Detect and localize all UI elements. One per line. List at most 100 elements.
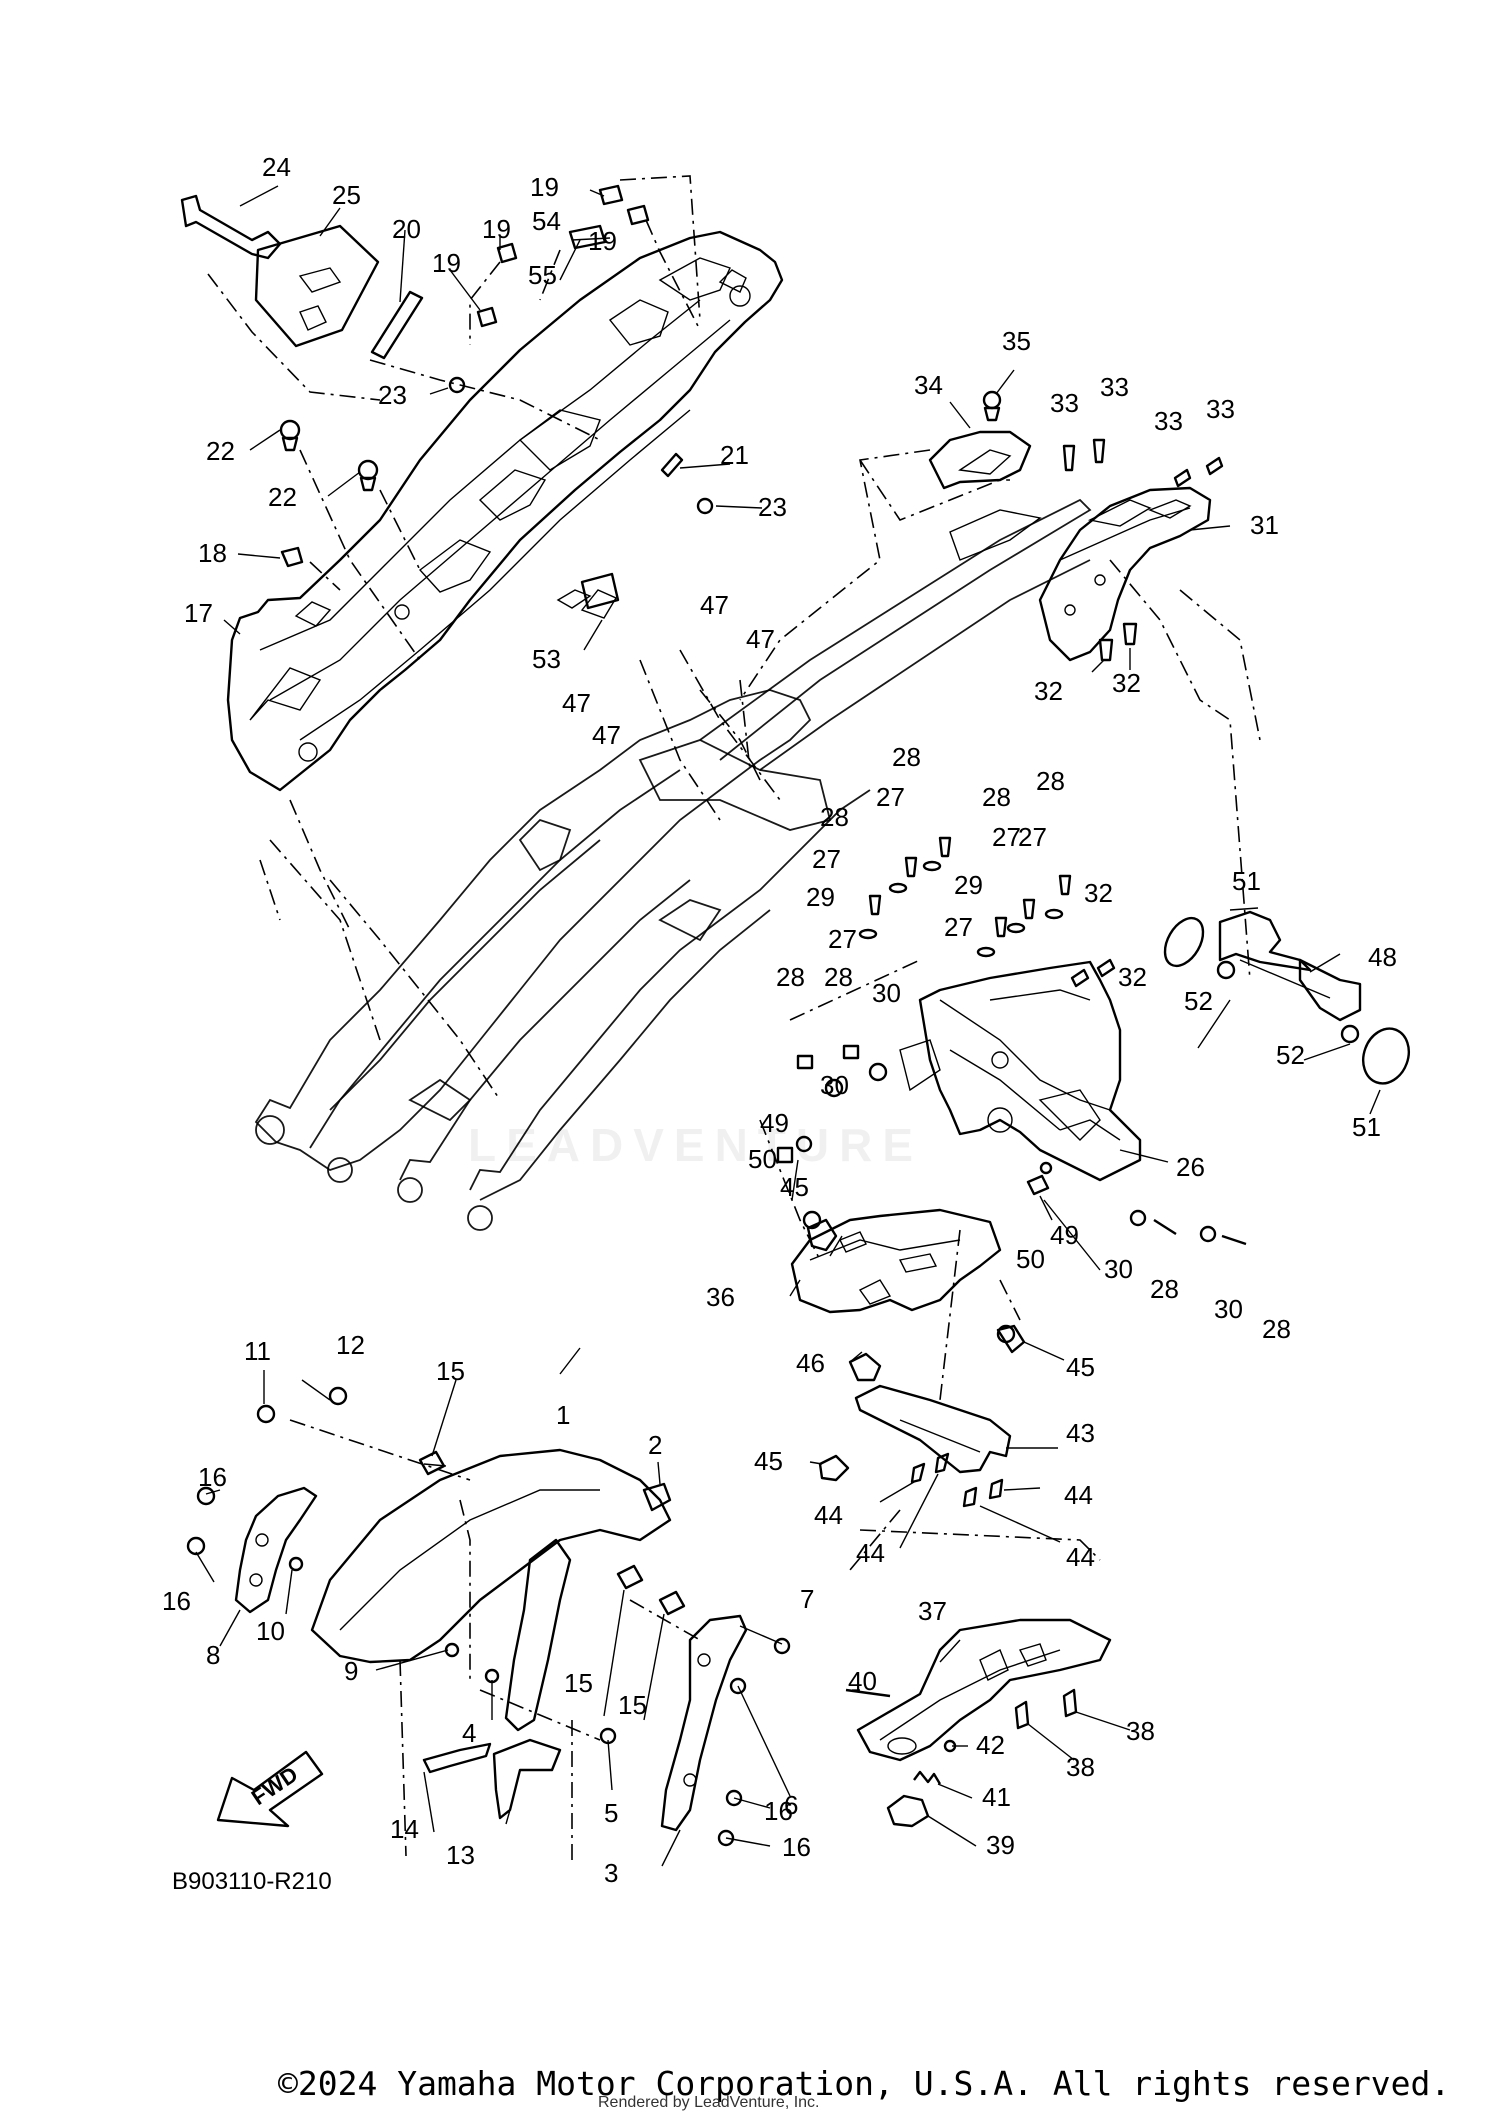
callout-32-d: 32 [1118, 962, 1147, 992]
callout-32-a: 32 [1034, 676, 1063, 706]
callout-30-b: 30 [820, 1070, 849, 1100]
callout-44-b: 44 [856, 1538, 885, 1568]
fwd-label: FWD [247, 1761, 303, 1810]
callout-10: 10 [256, 1616, 285, 1646]
callout-19-d: 19 [432, 248, 461, 278]
callout-32-c: 32 [1084, 878, 1113, 908]
callout-28-g: 28 [1150, 1274, 1179, 1304]
callout-27-b: 27 [812, 844, 841, 874]
part-19-clip-b [626, 204, 650, 226]
callout-35: 35 [1002, 326, 1031, 356]
callout-51-a: 51 [1232, 866, 1261, 896]
bolt-38-b [1062, 1688, 1078, 1718]
callout-leaders [195, 185, 1381, 1867]
copyright-notice: ©2024 Yamaha Motor Corporation, U.S.A. A… [278, 2064, 1451, 2103]
upper-left-small-parts [180, 184, 714, 610]
callout-51-b: 51 [1352, 1112, 1381, 1142]
callout-4: 4 [462, 1718, 476, 1748]
callout-46: 46 [796, 1348, 825, 1378]
rear-cover-31 [928, 430, 1212, 662]
callout-47-c: 47 [562, 688, 591, 718]
part-19-clip-c [496, 242, 518, 264]
callout-33-d: 33 [1206, 394, 1235, 424]
callout-29-b: 29 [954, 870, 983, 900]
part-19-clip-d [476, 306, 498, 328]
callout-37: 37 [918, 1596, 947, 1626]
callout-38-a: 38 [1126, 1716, 1155, 1746]
bracket-36 [790, 1208, 1016, 1344]
cable-guide-13 [492, 1738, 562, 1820]
callout-48: 48 [1368, 942, 1397, 972]
rear-tray-assembly [226, 230, 784, 792]
callout-47-a: 47 [700, 590, 729, 620]
callout-16-d: 16 [782, 1832, 811, 1862]
callout-30-a: 30 [872, 978, 901, 1008]
callout-12: 12 [336, 1330, 365, 1360]
fwd-arrow: FWD [216, 1750, 324, 1828]
callout-49-b: 49 [1050, 1220, 1079, 1250]
callout-28-c: 28 [776, 962, 805, 992]
callout-16-a: 16 [198, 1462, 227, 1492]
watermark: LEADVENTURE [468, 1119, 924, 1171]
clamp-14 [422, 1742, 492, 1774]
callout-11: 11 [244, 1336, 271, 1366]
callout-15-a: 15 [436, 1356, 465, 1386]
callout-45-c: 45 [754, 1446, 783, 1476]
callout-45-b: 45 [1066, 1352, 1095, 1382]
callout-40: 40 [848, 1666, 877, 1696]
callout-38-b: 38 [1066, 1752, 1095, 1782]
spring-41 [913, 1770, 942, 1785]
callout-29-a: 29 [806, 882, 835, 912]
callout-33-b: 33 [1100, 372, 1129, 402]
callout-34: 34 [914, 370, 943, 400]
callout-39: 39 [986, 1830, 1015, 1860]
bracket-8 [234, 1486, 318, 1614]
callout-32-b: 32 [1112, 668, 1141, 698]
callout-labels: 24 25 20 19 19 19 19 54 55 23 23 21 22 2… [162, 152, 1397, 1888]
clip-15-c [658, 1590, 686, 1616]
callout-53: 53 [532, 644, 561, 674]
callout-21: 21 [720, 440, 749, 470]
callout-19-a: 19 [530, 172, 559, 202]
diagram-code: B903110-R210 [172, 1868, 332, 1895]
callout-31: 31 [1250, 510, 1279, 540]
part-34-plate [928, 430, 1032, 490]
callout-36: 36 [706, 1282, 735, 1312]
callout-14: 14 [390, 1814, 419, 1844]
callout-9: 9 [344, 1656, 358, 1686]
callout-44-d: 44 [1066, 1542, 1095, 1572]
callout-6: 6 [784, 1790, 798, 1820]
callout-15-b: 15 [564, 1668, 593, 1698]
clamp-46 [848, 1352, 882, 1382]
tail-fender-26 [899, 960, 1142, 1182]
callout-28-f: 28 [1036, 766, 1065, 796]
callout-19-c: 19 [482, 214, 511, 244]
callout-16-c: 16 [764, 1796, 793, 1826]
frame-leaders [259, 449, 1261, 1401]
callout-44-c: 44 [1064, 1480, 1093, 1510]
part-20-rod [370, 290, 424, 360]
clamp-45-c [818, 1454, 850, 1482]
callout-42: 42 [976, 1730, 1005, 1760]
callout-45-a: 45 [780, 1172, 809, 1202]
callout-33-a: 33 [1050, 388, 1079, 418]
callout-50-b: 50 [1016, 1244, 1045, 1274]
callout-23-a: 23 [378, 380, 407, 410]
grommet-39 [886, 1794, 930, 1828]
callout-27-d: 27 [992, 822, 1021, 852]
bracket-37 [845, 1618, 1112, 1828]
callout-2: 2 [648, 1430, 662, 1460]
reflector-51-upper [1163, 916, 1205, 968]
callout-1: 1 [556, 1400, 570, 1430]
callout-27-c: 27 [828, 924, 857, 954]
callout-13: 13 [446, 1840, 475, 1870]
callout-54: 54 [532, 206, 561, 236]
clip-15-b [616, 1564, 644, 1590]
callout-44-a: 44 [814, 1500, 843, 1530]
callout-41: 41 [982, 1782, 1011, 1812]
bolt-40 [845, 1688, 891, 1698]
callout-52-a: 52 [1184, 986, 1213, 1016]
bracket-43 [806, 1218, 1026, 1508]
callout-27-f: 27 [1018, 822, 1047, 852]
